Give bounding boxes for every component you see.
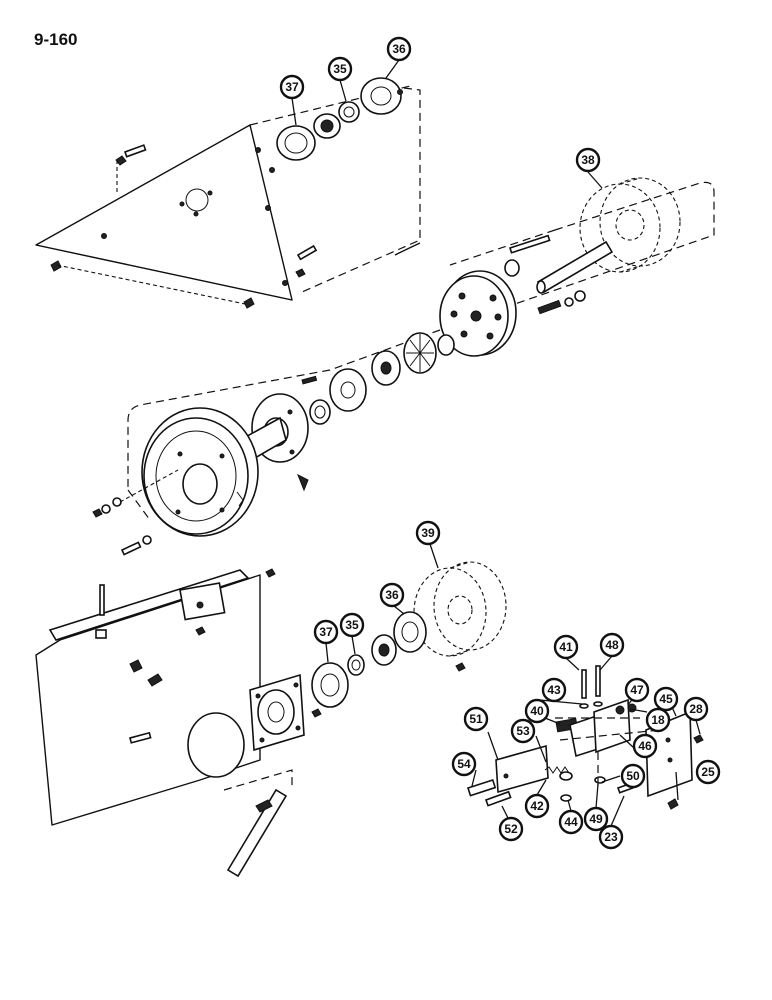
hub-disc [439, 270, 517, 357]
callout-39: 39 [415, 520, 441, 546]
svg-text:28: 28 [689, 702, 703, 716]
callout-35-top: 35 [327, 56, 353, 82]
callout-25: 25 [695, 759, 721, 785]
callout-53: 53 [510, 718, 536, 744]
svg-text:35: 35 [345, 618, 359, 632]
callout-44: 44 [558, 809, 584, 835]
callout-48: 48 [599, 632, 625, 658]
pulley-38 [579, 177, 681, 273]
svg-text:47: 47 [630, 683, 644, 697]
lever-bracket-assembly [466, 665, 704, 810]
page-number: 9-160 [34, 30, 78, 49]
callout-45: 45 [653, 686, 679, 712]
callout-41: 41 [553, 634, 579, 660]
svg-text:23: 23 [604, 830, 618, 844]
callout-36-mid: 36 [379, 582, 405, 608]
svg-text:41: 41 [559, 640, 573, 654]
strap-link [223, 769, 293, 878]
callout-28: 28 [683, 696, 709, 722]
callout-37-mid: 37 [313, 619, 339, 645]
callout-36-top: 36 [386, 36, 412, 62]
svg-text:43: 43 [547, 683, 561, 697]
svg-text:54: 54 [457, 757, 471, 771]
svg-text:42: 42 [530, 799, 544, 813]
callout-54: 54 [451, 751, 477, 777]
svg-text:52: 52 [504, 822, 518, 836]
callout-51: 51 [463, 706, 489, 732]
callout-49: 49 [583, 806, 609, 832]
middle-bearing-stack [311, 611, 427, 708]
callout-47: 47 [624, 677, 650, 703]
svg-text:35: 35 [333, 62, 347, 76]
svg-text:18: 18 [651, 713, 665, 727]
svg-text:36: 36 [385, 588, 399, 602]
callout-42: 42 [524, 793, 550, 819]
svg-text:48: 48 [605, 638, 619, 652]
svg-text:36: 36 [392, 42, 406, 56]
callout-46: 46 [632, 733, 658, 759]
svg-text:39: 39 [421, 526, 435, 540]
pulley-bolts [92, 469, 179, 556]
svg-text:53: 53 [516, 724, 530, 738]
callout-50: 50 [620, 763, 646, 789]
callout-35-mid: 35 [339, 612, 365, 638]
svg-text:50: 50 [626, 769, 640, 783]
svg-text:49: 49 [589, 812, 603, 826]
svg-text:40: 40 [530, 704, 544, 718]
leader-lines [291, 59, 701, 827]
callout-40: 40 [524, 698, 550, 724]
svg-text:44: 44 [564, 815, 578, 829]
svg-text:46: 46 [638, 739, 652, 753]
callout-37-top: 37 [279, 74, 305, 100]
svg-text:38: 38 [581, 153, 595, 167]
callout-38: 38 [575, 147, 601, 173]
svg-text:37: 37 [319, 625, 333, 639]
svg-text:51: 51 [469, 712, 483, 726]
pulley-39 [413, 561, 507, 672]
callout-23: 23 [598, 824, 624, 850]
callout-52: 52 [498, 816, 524, 842]
large-drive-pulley [141, 407, 309, 537]
lower-shield [35, 568, 276, 826]
svg-text:25: 25 [701, 765, 715, 779]
clutch-components [301, 332, 455, 425]
bearing-plate [249, 673, 322, 752]
shaft-assembly [504, 234, 614, 315]
svg-text:37: 37 [285, 80, 299, 94]
upper-shield [35, 124, 318, 309]
callout-43: 43 [541, 677, 567, 703]
svg-text:45: 45 [659, 692, 673, 706]
top-bearing-stack [276, 77, 403, 161]
callout-18: 18 [645, 707, 671, 733]
